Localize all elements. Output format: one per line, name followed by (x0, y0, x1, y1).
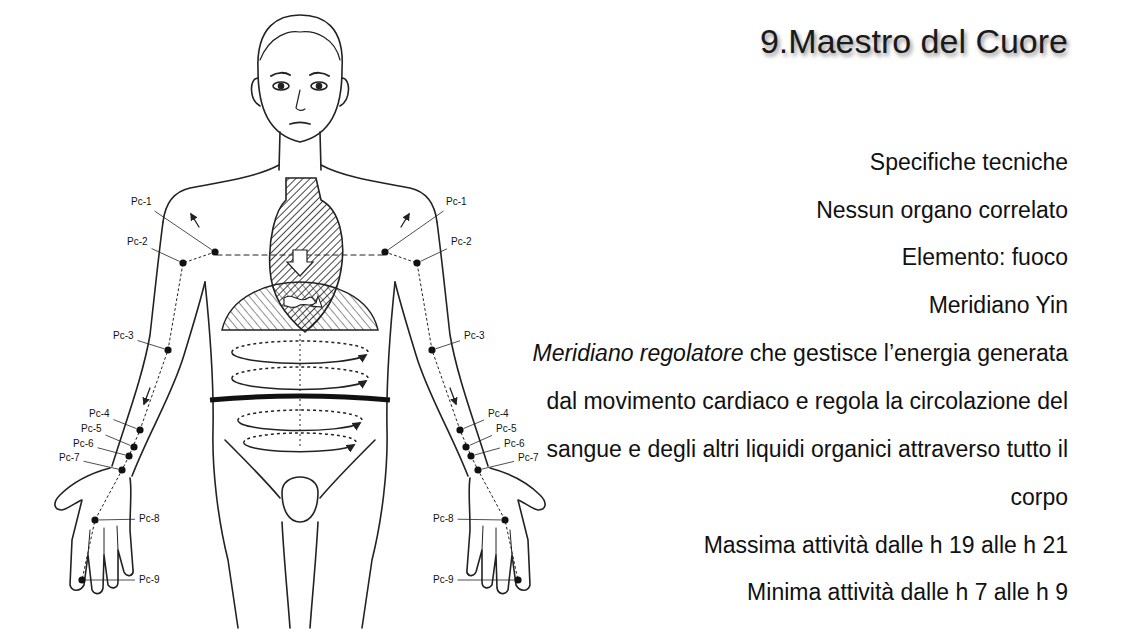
spec-line: Massima attività dalle h 19 alle h 21 (704, 521, 1068, 569)
eye (311, 82, 327, 90)
spiral-back (232, 341, 368, 352)
acupoint-dot (164, 346, 171, 353)
acupoint-dot (211, 248, 218, 255)
heart-arrow (287, 250, 313, 276)
point-label: Pc-4 (487, 408, 510, 420)
acupoint-dot (462, 443, 469, 450)
point-label: Pc-8 (432, 513, 455, 525)
leader-line (98, 448, 126, 455)
point-label: Pc-3 (112, 330, 135, 342)
acupoint-dot (514, 576, 521, 583)
head (251, 15, 348, 142)
acupoint-dot (456, 426, 463, 433)
spiral-arrow (232, 378, 366, 389)
acupoint-dot (118, 466, 125, 473)
leader-line (106, 435, 131, 445)
eyebrow (271, 73, 329, 76)
acupoint-dot (136, 426, 143, 433)
spiral-arrow (238, 420, 360, 431)
organs (210, 178, 390, 522)
spiral-back (238, 410, 362, 420)
spec-line: Elemento: fuoco (902, 233, 1068, 281)
point-label: Pc-9 (432, 574, 455, 586)
point-label: Pc-8 (138, 513, 161, 525)
eye (273, 82, 289, 90)
spec-line: Meridiano Yin (929, 281, 1068, 329)
point-label: Pc-7 (58, 452, 81, 464)
point-label: Pc-1 (445, 196, 468, 208)
leader-line (155, 211, 212, 250)
spiral-back (232, 367, 368, 378)
point-label: Pc-1 (130, 196, 153, 208)
leader-line (114, 420, 137, 429)
acupoint-dot (501, 516, 508, 523)
acupoint-dot (125, 452, 132, 459)
mouth (290, 123, 310, 125)
description-text: Meridiano regolatore (532, 340, 743, 366)
leader-line (86, 580, 135, 581)
belt-line (210, 396, 390, 400)
leader-line (99, 519, 135, 521)
leader-line (475, 448, 500, 455)
leader-line (388, 211, 443, 250)
leader-line (464, 420, 484, 428)
leader-line (138, 340, 165, 348)
acupoint-dot (467, 452, 474, 459)
leader-line (436, 341, 460, 349)
acupoint-dot (78, 576, 85, 583)
head-outline (258, 15, 342, 142)
point-label: Pc-7 (517, 452, 540, 464)
spec-line: Specifiche tecniche (870, 138, 1068, 186)
spec-line: Minima attività dalle h 7 alle h 9 (747, 568, 1068, 616)
leader-line (421, 249, 447, 262)
leader-line (152, 249, 180, 262)
leader-line (482, 461, 514, 469)
pupil (317, 84, 322, 89)
leader-line (470, 435, 492, 445)
point-label: Pc-5 (80, 423, 103, 435)
leader-line (458, 519, 501, 521)
body-left-half (55, 132, 294, 628)
leader-line (458, 580, 514, 581)
spiral-back (244, 433, 356, 442)
spiral-arrow (244, 442, 354, 452)
point-label: Pc-2 (450, 236, 473, 248)
acupoint-dot (130, 443, 137, 450)
description-paragraph: Meridiano regolatoreche gestisce l’energ… (523, 329, 1068, 521)
nose (296, 90, 305, 110)
slide-title: 9.Maestro del Cuore (760, 22, 1068, 61)
acupoint-dot (474, 466, 481, 473)
acupoint-dot (381, 248, 388, 255)
acupoint-dot (413, 259, 420, 266)
point-label: Pc-9 (138, 574, 161, 586)
heart (270, 178, 343, 332)
spec-line: Nessun organo correlato (816, 186, 1068, 234)
spiral-arrow (232, 352, 366, 363)
point-label: Pc-3 (463, 330, 486, 342)
acupoint-dot (179, 259, 186, 266)
point-label: Pc-2 (126, 236, 149, 248)
point-label: Pc-5 (495, 423, 518, 435)
body-right-half (306, 132, 545, 628)
point-label: Pc-6 (503, 438, 526, 450)
acupoint-dot (91, 516, 98, 523)
heart-arrow (284, 296, 322, 308)
acupoint-dot (428, 346, 435, 353)
genital-outline (282, 477, 318, 522)
point-label: Pc-4 (88, 408, 111, 420)
point-label: Pc-6 (72, 438, 95, 450)
leader-line (84, 461, 119, 469)
hair-line (260, 32, 340, 60)
pupil (279, 84, 284, 89)
